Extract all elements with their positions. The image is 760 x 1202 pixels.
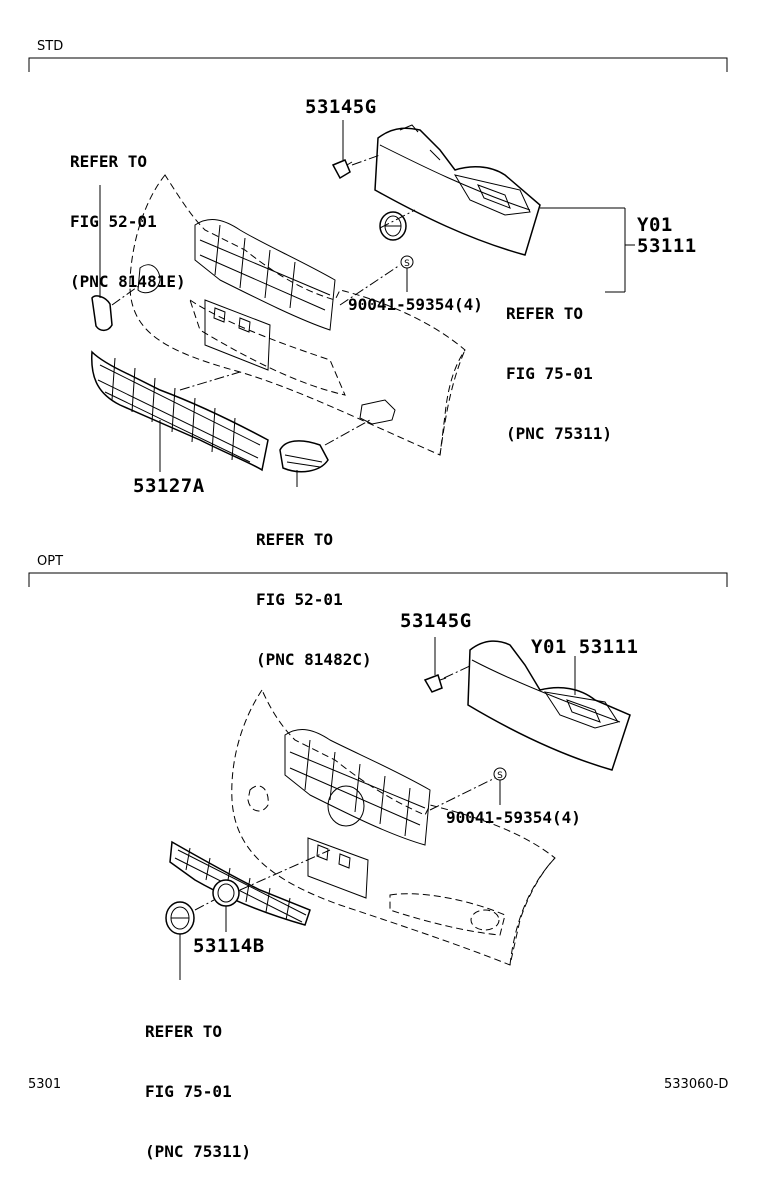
std-ref-bottom: REFER TO FIG 52-01 (PNC 81482C)	[256, 490, 372, 710]
diagram-drawing: S	[28, 57, 728, 980]
emblem-icon	[379, 211, 407, 241]
std-lower-grille-part-number: 53127A	[133, 475, 205, 497]
opt-ref-bottom-line-3: (PNC 75311)	[145, 1142, 251, 1161]
screw-symbol-icon: S	[400, 255, 414, 269]
svg-text:S: S	[404, 259, 410, 269]
std-leader-lines	[99, 120, 635, 487]
opt-clip-part-number: 53145G	[400, 610, 472, 632]
std-bumper-cover	[129, 174, 466, 456]
section-label-std: STD	[37, 39, 64, 54]
footer-figure-code: 533060-D	[664, 1077, 729, 1092]
opt-ref-bottom-line-1: REFER TO	[145, 1022, 223, 1041]
section-label-opt: OPT	[37, 554, 64, 569]
opt-upper-grille-label: Y01 53111	[531, 636, 639, 658]
opt-leader-lines	[179, 637, 576, 980]
opt-grille-emblem	[212, 879, 240, 907]
std-fog-cover-right	[279, 440, 329, 473]
std-upper-grille-part-number: 53111	[637, 235, 697, 257]
opt-ref-bottom: REFER TO FIG 75-01 (PNC 75311)	[145, 982, 251, 1202]
std-screw-part-number: 90041-59354(4)	[348, 295, 483, 314]
opt-bumper-upper-mesh	[284, 729, 431, 846]
opt-section-bracket	[28, 572, 728, 587]
footer-page-code: 5301	[28, 1077, 62, 1092]
std-ref-left: REFER TO FIG 52-01 (PNC 81481E)	[70, 112, 186, 332]
clip-icon	[331, 159, 353, 180]
std-ref-left-line-3: (PNC 81481E)	[70, 272, 186, 291]
std-ref-left-line-1: REFER TO	[70, 152, 148, 171]
std-ref-right-line-3: (PNC 75311)	[506, 424, 612, 443]
std-section-bracket	[28, 57, 728, 72]
std-ref-bottom-line-3: (PNC 81482C)	[256, 650, 372, 669]
std-ref-left-line-2: FIG 52-01	[70, 212, 157, 231]
std-ref-bottom-line-1: REFER TO	[256, 530, 334, 549]
std-bumper-upper-mesh	[194, 219, 336, 331]
std-ref-right-line-2: FIG 75-01	[506, 364, 593, 383]
std-bracket-right	[359, 399, 396, 425]
opt-license-plate-bracket	[307, 837, 369, 899]
clip-icon	[423, 674, 447, 693]
parts-diagram: STD OPT	[28, 39, 729, 1161]
opt-grille-part-number: 53114B	[193, 935, 265, 957]
opt-bumper-emblem	[327, 785, 365, 827]
emblem-icon	[165, 901, 195, 935]
std-ref-bottom-line-2: FIG 52-01	[256, 590, 343, 609]
std-upper-grille	[374, 124, 541, 256]
std-lower-grille	[91, 350, 269, 472]
std-clip-part-number: 53145G	[305, 96, 377, 118]
std-left-cover	[91, 295, 113, 332]
std-ref-right-line-1: REFER TO	[506, 304, 584, 323]
std-ref-right: REFER TO FIG 75-01 (PNC 75311)	[506, 264, 612, 484]
opt-bumper-cover	[231, 688, 556, 966]
std-license-plate-bracket	[204, 299, 271, 371]
std-upper-grille-color-code: Y01	[637, 214, 673, 236]
svg-text:S: S	[497, 771, 503, 781]
opt-ref-bottom-line-2: FIG 75-01	[145, 1082, 232, 1101]
opt-screw-part-number: 90041-59354(4)	[446, 808, 581, 827]
screw-symbol-icon: S	[493, 767, 507, 781]
opt-upper-grille	[467, 640, 631, 771]
